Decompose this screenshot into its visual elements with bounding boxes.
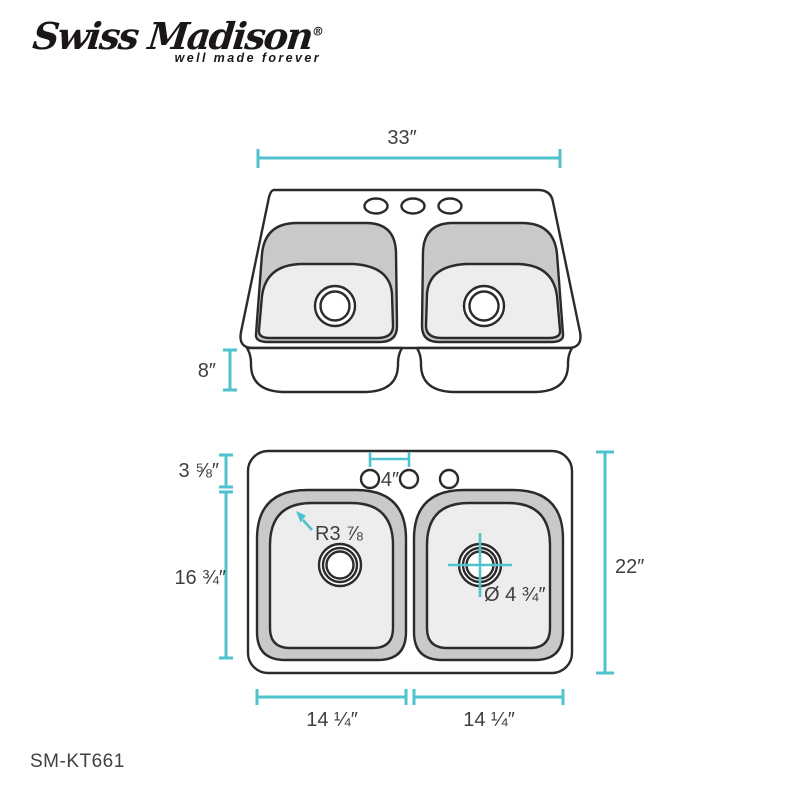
product-code: SM-KT661 [30, 751, 125, 772]
dimension-label-overall-depth: 22″ [615, 556, 644, 578]
dimension-deck-to-bowl: 3 ⅝″ [179, 453, 233, 489]
dimension-left-bowl-width: 14 ¼″ [255, 689, 408, 731]
brand-logo: Swiss Madison® well made forever [31, 14, 325, 65]
dimension-label-bowl-depth: 8″ [198, 360, 216, 382]
dimension-label-deck-to-bowl: 3 ⅝″ [179, 460, 219, 482]
dimension-faucet-spacing: 4″ [368, 452, 411, 491]
drain-ring [321, 546, 359, 584]
faucet-hole [438, 468, 460, 490]
dimension-right-bowl-width: 14 ¼″ [412, 689, 565, 731]
dimension-label-bowl-length: 16 ¾″ [174, 567, 226, 589]
dimension-label-drain-diameter: Ø 4 ¾″ [484, 584, 546, 606]
corner-radius-callout: R3 ⅞ [296, 511, 363, 545]
faucet-hole [359, 468, 381, 490]
plan-left-drain [317, 542, 363, 588]
dimension-label-corner-radius: R3 ⅞ [315, 523, 363, 545]
dimension-overall-depth: 22″ [596, 450, 644, 675]
plan-right-drain [448, 533, 512, 597]
faucet-hole [400, 197, 426, 215]
faucet-hole [398, 468, 420, 490]
drain [317, 542, 363, 588]
radius-arrowhead-icon [296, 511, 306, 523]
drain-ring [468, 290, 500, 322]
drain-ring [319, 290, 351, 322]
dimension-label-faucet-spacing: 4″ [381, 469, 399, 491]
right-bowl-underside [415, 346, 574, 394]
dimension-bowl-depth: 8″ [198, 348, 237, 392]
dimension-label-left-bowl-width: 14 ¼″ [306, 709, 358, 731]
drain-strainer [325, 550, 355, 580]
faucet-hole [437, 197, 463, 215]
dimension-label-right-bowl-width: 14 ¼″ [463, 709, 515, 731]
brand-tagline: well made forever [174, 50, 321, 65]
dimension-overall-width: 33″ [256, 127, 562, 168]
faucet-hole [363, 197, 389, 215]
front-view-left-bowl [254, 221, 399, 344]
left-bowl-underside [245, 346, 404, 394]
plan-view: 4″ R3 ⅞ Ø 4 ¾″ 3 ⅝″ 16 ¾″ [174, 449, 644, 731]
dimension-label-overall-width: 33″ [387, 127, 416, 149]
front-view: 33″ 8″ [198, 127, 582, 394]
radius-arrow-icon [302, 519, 313, 531]
front-view-right-bowl [420, 221, 565, 344]
dimension-bowl-length: 16 ¾″ [174, 490, 233, 660]
